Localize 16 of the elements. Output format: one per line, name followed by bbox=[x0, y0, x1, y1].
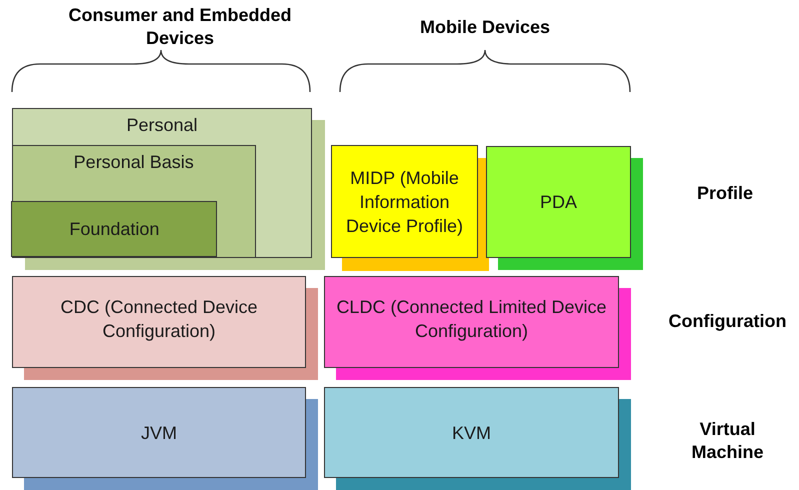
box-label: PDA bbox=[538, 191, 578, 214]
heading-label: Configuration bbox=[668, 310, 788, 333]
box-label: CDC (Connected Device Configuration) bbox=[59, 296, 259, 343]
box-label: MIDP (Mobile Information Device Profile) bbox=[344, 166, 464, 238]
box-label: JVM bbox=[140, 422, 178, 444]
heading-label: Virtual Machine bbox=[690, 418, 765, 464]
box-label: Foundation bbox=[68, 218, 160, 242]
heading-label: Mobile Devices bbox=[418, 16, 552, 39]
heading-label: Consumer and Embedded Devices bbox=[67, 4, 293, 50]
box-label: Personal Basis bbox=[72, 150, 195, 174]
box-label: CLDC (Connected Limited Device Configuration) bbox=[335, 296, 608, 343]
box-label: Personal bbox=[125, 114, 199, 137]
heading-label: Profile bbox=[696, 182, 754, 205]
profile-box bbox=[11, 201, 218, 258]
box-label: KVM bbox=[450, 422, 492, 444]
profile-box bbox=[12, 144, 256, 258]
